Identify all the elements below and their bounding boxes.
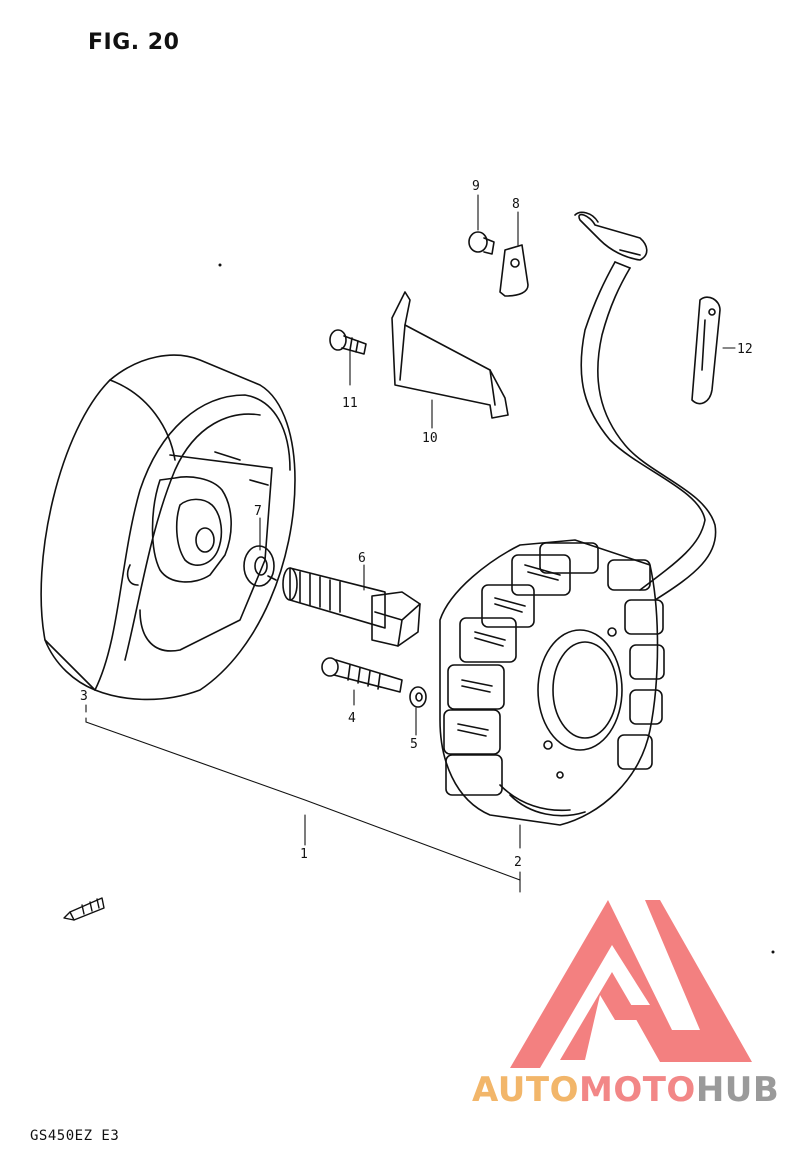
figure-title: FIG. 20: [88, 30, 180, 55]
watermark-logo: [510, 900, 752, 1068]
leader-lines: [85, 194, 736, 893]
cover-plate-10: [391, 291, 509, 419]
speck: [771, 950, 775, 954]
callout-9: 9: [472, 179, 480, 194]
watermark-auto: AUTO: [472, 1070, 579, 1110]
callout-6: 6: [358, 551, 366, 566]
callout-numbers: 1 2 3 4 5 6 7 8 9 10 11 12: [80, 179, 753, 870]
watermark-moto: MOTO: [578, 1070, 696, 1110]
callout-2: 2: [514, 855, 522, 870]
stator-2: [439, 539, 665, 826]
callout-1: 1: [300, 847, 308, 862]
callout-8: 8: [512, 197, 520, 212]
callout-7: 7: [254, 504, 262, 519]
speck: [218, 263, 222, 267]
washer-7: [243, 545, 277, 587]
callout-11: 11: [342, 396, 358, 411]
watermark-hub: HUB: [695, 1070, 780, 1110]
callout-3: 3: [80, 689, 88, 704]
clamp-12: [691, 296, 721, 405]
model-code: GS450EZ E3: [30, 1128, 120, 1144]
rotor-bolt-6: [282, 567, 421, 647]
flywheel-rotor: [40, 354, 296, 701]
bolt-9: [468, 231, 495, 255]
front-arrow-icon: [63, 897, 105, 921]
clamp-8: [499, 244, 529, 297]
callout-4: 4: [348, 711, 356, 726]
callout-5: 5: [410, 737, 418, 752]
callout-10: 10: [422, 431, 438, 446]
screw-4: [321, 657, 403, 693]
bolt-11: [329, 329, 367, 355]
stator-wire-harness: [574, 211, 717, 601]
washer-5: [409, 686, 427, 708]
callout-12: 12: [737, 342, 753, 357]
watermark-text: AUTOMOTOHUB: [472, 1070, 779, 1110]
